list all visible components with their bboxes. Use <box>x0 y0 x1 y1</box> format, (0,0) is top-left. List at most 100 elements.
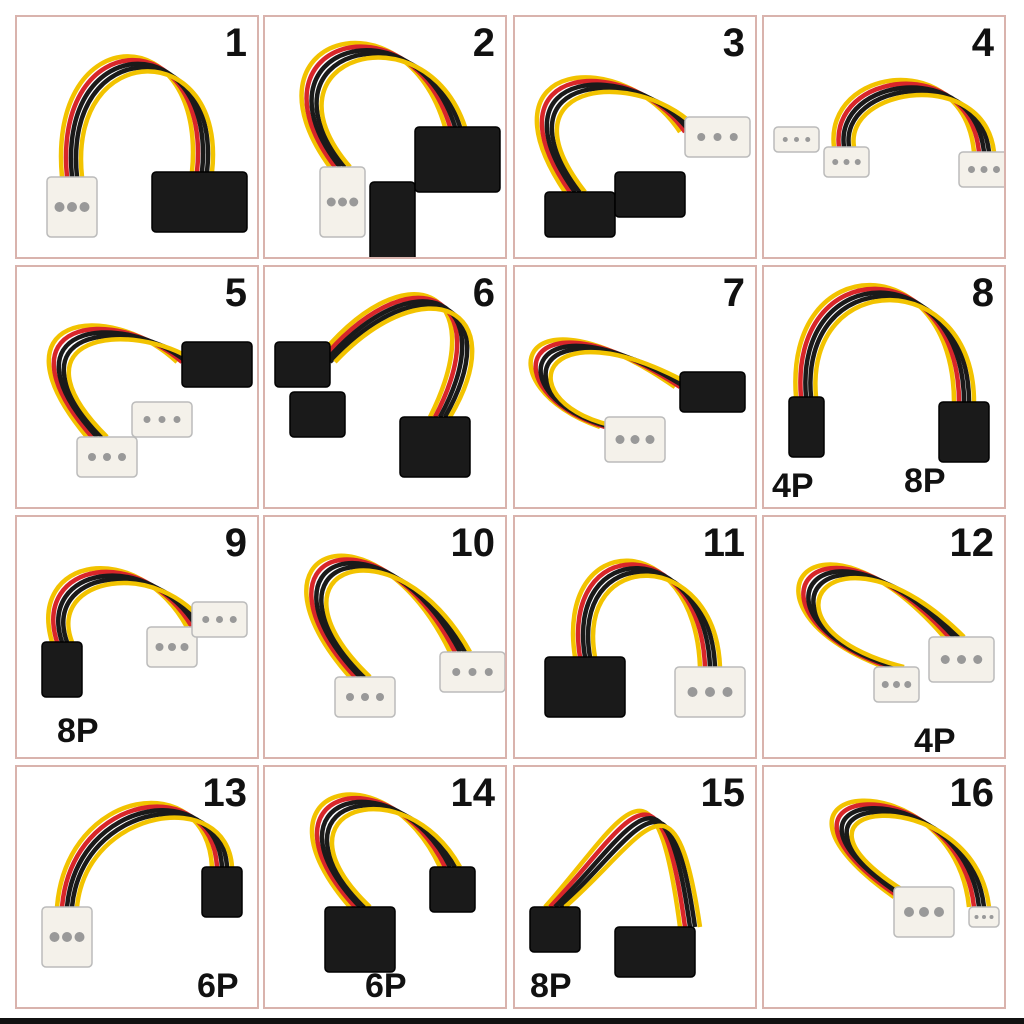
pin-hole <box>349 197 359 207</box>
pin-hole <box>229 616 237 623</box>
pin-hole <box>645 435 655 444</box>
pin-hole <box>180 643 189 651</box>
pin-hole <box>832 159 839 165</box>
wire <box>78 69 216 178</box>
wire <box>74 815 235 908</box>
pin-hole <box>216 616 223 623</box>
wire <box>329 806 462 909</box>
pin-hole <box>904 907 914 917</box>
wire <box>851 92 997 153</box>
cable-number: 1 <box>224 21 247 65</box>
cable-cell-8: 8 4P 8P <box>762 265 1006 509</box>
pin-hole <box>982 915 986 919</box>
pin-hole <box>49 932 60 942</box>
pin-hole <box>361 693 369 701</box>
8-pin-connector <box>41 641 83 698</box>
sata-female-connector <box>151 171 248 233</box>
wire <box>46 565 189 643</box>
pin-hole <box>54 202 65 212</box>
cable-image <box>544 558 746 718</box>
cable-cell-16: 16 <box>762 765 1006 1009</box>
pin-count-label: 4P <box>772 467 814 505</box>
pin-hole <box>904 681 912 688</box>
cable-cell-10: 10 <box>263 515 507 759</box>
cable-image <box>309 792 476 973</box>
wire <box>836 81 982 153</box>
wire <box>839 806 982 908</box>
pin-hole <box>934 907 944 917</box>
cable-number: 16 <box>949 771 995 815</box>
cable-image <box>773 77 1004 188</box>
cable-cell-11: 11 <box>513 515 757 759</box>
pin-hole <box>729 133 738 141</box>
pin-count-label: 8P <box>530 967 572 1005</box>
wire <box>309 557 458 679</box>
cable-number: 4 <box>971 21 994 65</box>
wire <box>585 569 718 668</box>
6-pin-connector <box>429 866 476 913</box>
pin-count-label: 6P <box>197 967 239 1005</box>
wire <box>548 812 688 928</box>
cable-image <box>41 800 243 968</box>
wire <box>333 306 475 419</box>
cable-number: 2 <box>472 21 495 65</box>
pin-hole <box>957 655 966 664</box>
wire <box>59 804 220 908</box>
cable-image <box>796 562 995 703</box>
wire <box>793 282 957 403</box>
wire <box>304 44 453 169</box>
4-pin-connector <box>788 396 825 458</box>
cable-number: 5 <box>224 271 247 315</box>
cable-cell-4: 4 <box>762 15 1006 259</box>
pin-hole <box>782 137 788 142</box>
pin-hole <box>919 907 929 917</box>
wire <box>829 798 972 908</box>
sata-female-connector <box>369 181 416 257</box>
sata-male-connector <box>614 926 696 978</box>
sata-female-connector <box>614 171 686 218</box>
wire <box>64 808 225 908</box>
sata-female-connector <box>274 341 331 388</box>
wire <box>58 54 196 178</box>
wire <box>314 561 462 679</box>
pin-hole <box>79 202 90 212</box>
cable-cell-1: 1 <box>15 15 259 259</box>
cable-number: 6 <box>472 271 495 315</box>
wire <box>841 85 987 153</box>
8-pin-connector <box>529 906 581 953</box>
wire <box>813 298 977 403</box>
pin-hole <box>705 687 715 697</box>
6-pin-connector <box>201 866 243 918</box>
wire <box>319 799 453 909</box>
cable-image <box>788 282 990 463</box>
cable-image <box>529 808 703 978</box>
pin-hole <box>74 932 85 942</box>
wire <box>831 77 977 153</box>
wire <box>554 89 702 194</box>
cable-image <box>46 54 248 238</box>
pin-hole <box>687 687 698 697</box>
wire <box>68 61 206 178</box>
wire <box>73 65 211 178</box>
pin-hole <box>202 616 210 623</box>
pin-count-label: 8P <box>904 462 946 500</box>
wire <box>309 48 458 169</box>
wire <box>816 575 966 670</box>
cable-image <box>41 565 248 698</box>
wire <box>299 40 448 169</box>
cable-image <box>304 553 505 718</box>
pin-hole <box>722 687 733 697</box>
wire <box>304 553 453 679</box>
wire <box>324 568 472 679</box>
wire <box>63 57 201 178</box>
wire <box>66 580 209 643</box>
wire <box>798 286 962 403</box>
cable-number: 8 <box>971 271 994 315</box>
wire <box>558 819 698 928</box>
cable-cell-7: 7 <box>513 265 757 509</box>
pin-hole <box>155 643 164 651</box>
cable-number: 13 <box>202 771 248 815</box>
